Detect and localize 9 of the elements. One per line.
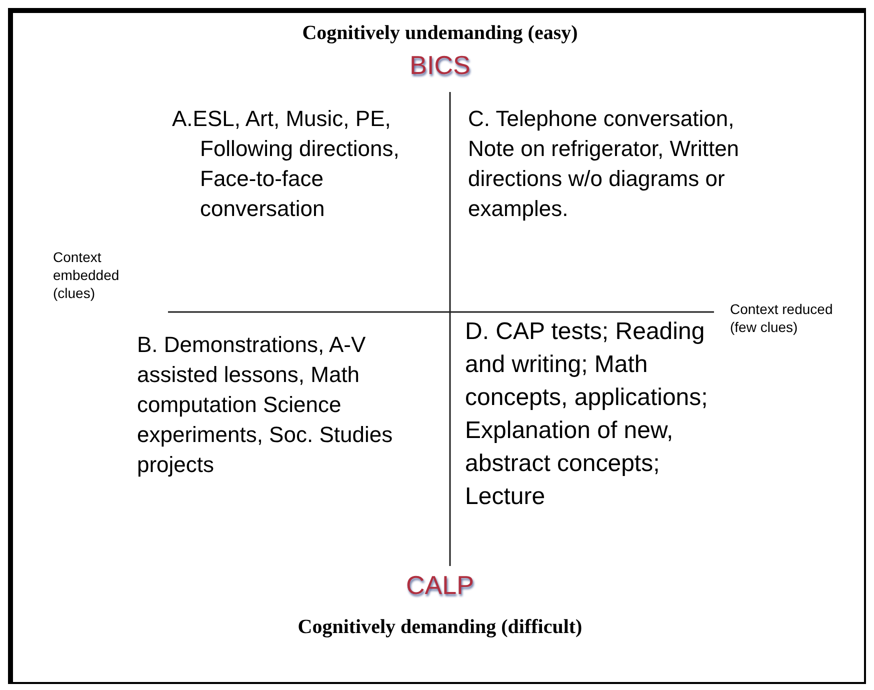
axis-label: Context reduced (few clues) [730,300,834,336]
quadrant-text: C. Telephone conversation, Note on refrigerator, Written directions w/o diagrams or examples. [468,105,740,223]
axis-label: Context embedded (clues) [53,248,120,302]
quadrant-text: A.ESL, Art, Music, PE, Following directions, Face-to-face conversation [172,105,400,223]
heading: Cognitively undemanding (easy) [301,22,579,45]
acronym-label: BICS [408,50,472,81]
caption: Cognitively demanding (difficult) [296,616,584,639]
acronym-label: CALP [405,570,475,601]
quadrant-text: B. Demonstrations, A-V assisted lessons, Math computation Science experiments, Soc. Studies projects [137,331,394,479]
